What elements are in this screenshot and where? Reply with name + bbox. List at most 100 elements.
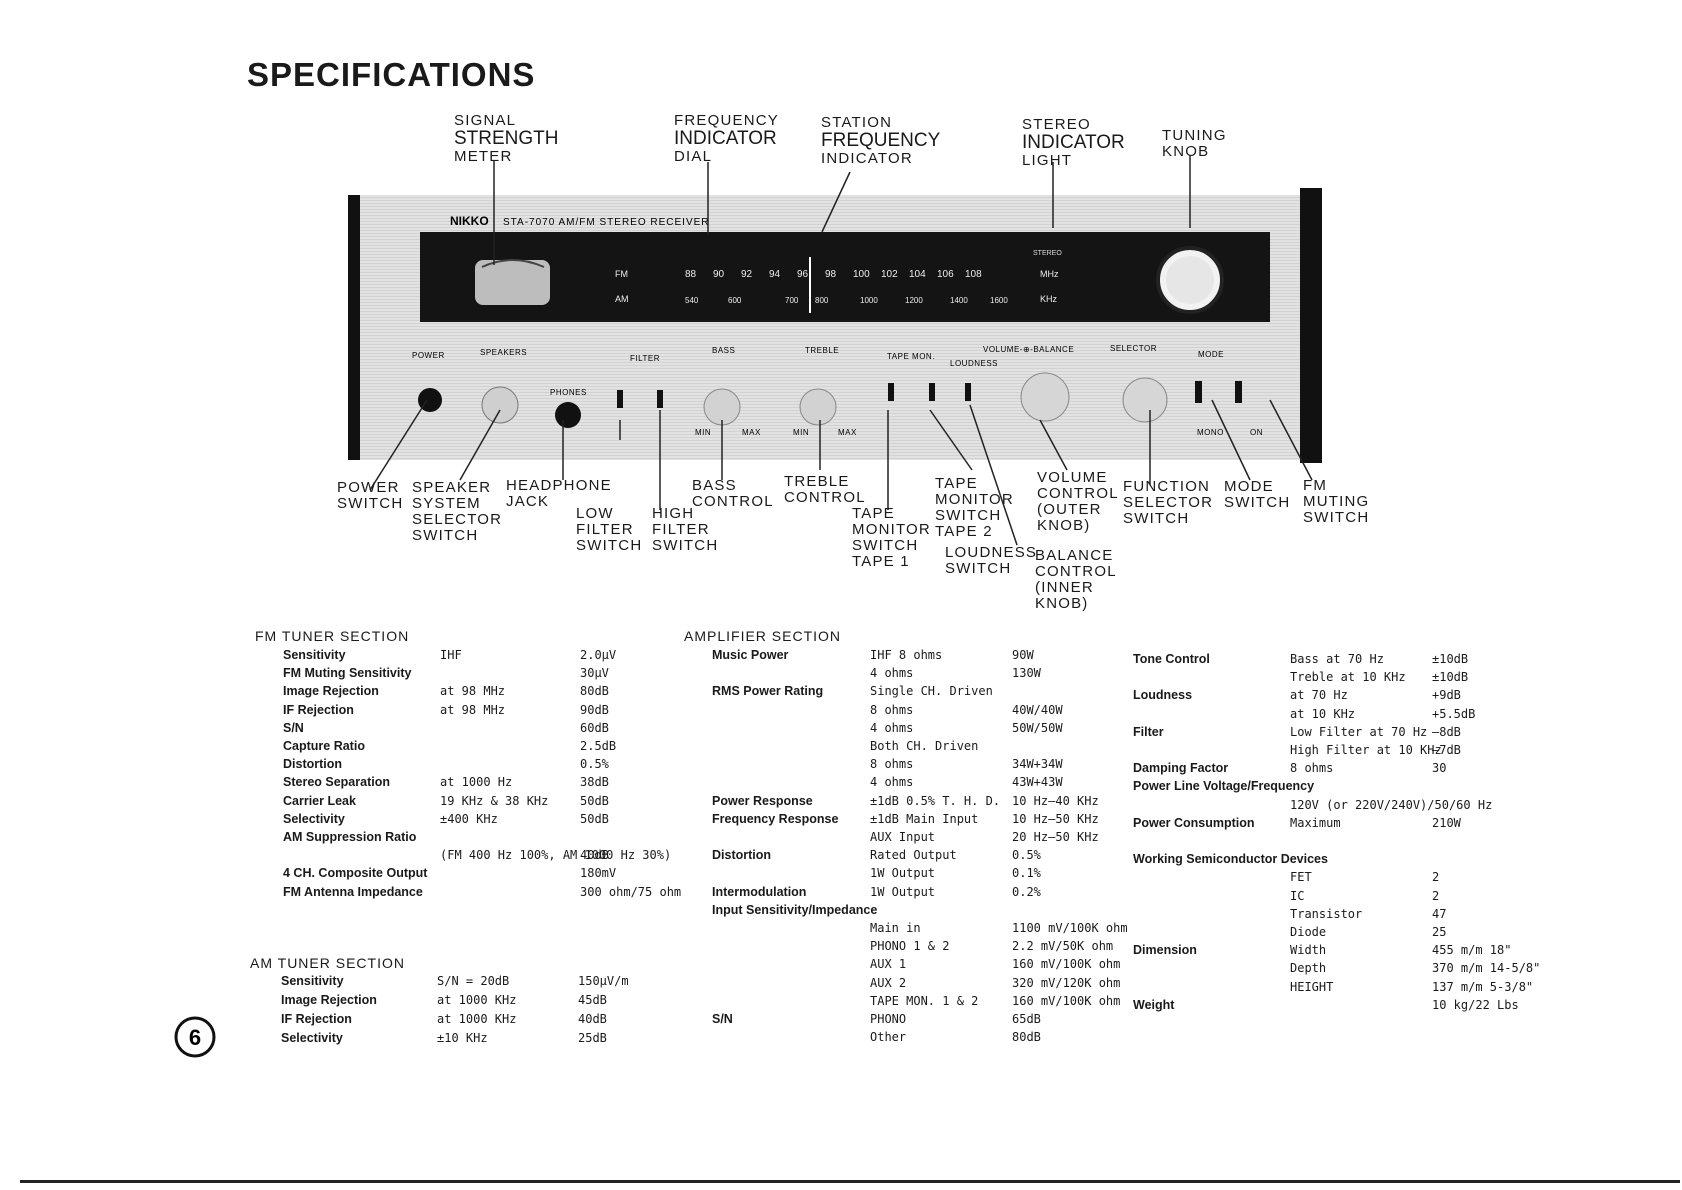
spec-condition: PHONO 1 & 2: [870, 939, 950, 954]
spec-condition: 4 ohms: [870, 720, 914, 735]
spec-condition: ±10 KHz: [437, 1031, 488, 1045]
spec-value: 50dB: [580, 793, 609, 808]
spec-name: 4 CH. Composite Output: [283, 866, 428, 881]
fm-muting-switch: [1235, 381, 1242, 403]
page-number: 6: [189, 1025, 201, 1050]
spec-condition: Treble at 10 KHz: [1290, 670, 1406, 685]
loudness-switch: [965, 383, 971, 401]
brand-name: NIKKO: [450, 214, 489, 228]
spec-condition: at 98 MHz: [440, 684, 506, 699]
spec-name: Input Sensitivity/Impedance: [712, 902, 878, 917]
spec-condition: at 70 Hz: [1290, 688, 1348, 703]
max-label: MAX: [742, 428, 761, 437]
spec-condition: 8 ohms: [1290, 761, 1334, 776]
spec-value: 210W: [1432, 815, 1461, 830]
spec-condition: 120V (or 220V/240V)/50/60 Hz: [1290, 797, 1493, 812]
callout-line: CONTROL: [1035, 563, 1117, 580]
fm-scale-mark: 94: [769, 269, 781, 280]
spec-value: 60dB: [580, 720, 609, 735]
khz-label: KHz: [1040, 294, 1058, 304]
spec-value: 30μV: [580, 666, 609, 681]
fm-scale-mark: 92: [741, 269, 753, 280]
fm-scale-mark: 98: [825, 269, 837, 280]
callout-line: FILTER: [576, 521, 634, 538]
spec-value: ±10dB: [1432, 670, 1469, 685]
spec-condition: TAPE MON. 1 & 2: [870, 993, 979, 1008]
callout-line: KNOB): [1035, 595, 1089, 612]
spec-condition: ±1dB 0.5% T. H. D.: [870, 793, 1001, 808]
callout-line: SELECTOR: [1123, 494, 1214, 511]
spec-name: Tone Control: [1133, 652, 1210, 666]
min-label-2: MIN: [793, 428, 809, 437]
spec-value: 47: [1432, 906, 1447, 921]
bottom-rule: [20, 1180, 1680, 1183]
callout-line: SWITCH: [1224, 494, 1291, 511]
spec-value: 130W: [1012, 666, 1041, 681]
callout-line: MODE: [1224, 478, 1274, 495]
tape-monitor-switch-1: [888, 383, 894, 401]
phones-label: PHONES: [550, 388, 587, 397]
page-number-badge: 6: [174, 1016, 216, 1058]
spec-name: IF Rejection: [281, 1012, 352, 1026]
spec-condition: at 10 KHz: [1290, 706, 1356, 721]
fm-scale-mark: 100: [853, 269, 870, 280]
mode-switch: [1195, 381, 1202, 403]
spec-condition: AUX Input: [870, 830, 936, 844]
callout-line: KNOB: [1162, 143, 1210, 160]
spec-value: 80dB: [580, 684, 609, 699]
fm-scale-mark: 90: [713, 269, 725, 280]
spec-name: S/N: [712, 1012, 733, 1026]
stereo-indicator-light: STEREO: [1033, 250, 1062, 257]
spec-value: +9dB: [1432, 688, 1461, 703]
fm-scale-mark: 96: [797, 269, 809, 280]
callout-line: TREBLE: [784, 473, 850, 490]
volume-balance-label: VOLUME-⊕-BALANCE: [983, 345, 1074, 354]
tape-monitor-switch-2: [929, 383, 935, 401]
am-scale-mark: 1400: [950, 296, 968, 305]
spec-value: 0.1%: [1012, 866, 1041, 881]
callout-line: SWITCH: [1123, 510, 1190, 527]
callout-line: INDICATOR: [674, 128, 777, 149]
spec-condition: Diode: [1290, 925, 1327, 939]
spec-name: Intermodulation: [712, 884, 807, 899]
fm-scale-mark: 104: [909, 269, 926, 280]
spec-name: Selectivity: [281, 1031, 343, 1045]
spec-value: 2.2 mV/50K ohm: [1012, 939, 1114, 954]
selector-label: SELECTOR: [1110, 344, 1157, 353]
spec-condition: Width: [1290, 943, 1327, 958]
model-name: STA-7070 AM/FM STEREO RECEIVER: [503, 217, 710, 228]
fm-scale-mark: 106: [937, 269, 954, 280]
treble-label: TREBLE: [805, 346, 839, 355]
callout-line: SWITCH: [935, 507, 1002, 524]
spec-condition: Depth: [1290, 961, 1327, 976]
left-side-panel: [348, 195, 360, 460]
spec-value: 0.5%: [580, 757, 609, 772]
spec-value: 25: [1432, 925, 1447, 939]
spec-value: 38dB: [580, 775, 609, 790]
spec-value: 2.5dB: [580, 739, 617, 753]
spec-condition: PHONO: [870, 1012, 907, 1026]
spec-value: 370 m/m 14-5/8": [1432, 961, 1541, 976]
spec-condition: 19 KHz & 38 KHz: [440, 793, 549, 808]
spec-value: 1100 mV/100K ohm: [1012, 921, 1128, 935]
mode-label: MODE: [1198, 350, 1224, 359]
speakers-label: SPEAKERS: [480, 348, 527, 357]
callout-line: STEREO: [1022, 116, 1091, 133]
spec-value: 2: [1432, 870, 1440, 885]
am-scale-mark: 1000: [860, 296, 878, 305]
spec-value: 180mV: [580, 866, 617, 881]
spec-condition: IHF: [440, 648, 462, 662]
am-scale-mark: 1200: [905, 296, 923, 305]
am-band-label: AM: [615, 294, 629, 304]
amplifier-heading: AMPLIFIER SECTION: [684, 628, 842, 644]
spec-name: Filter: [1133, 724, 1164, 739]
am-scale-mark: 600: [728, 296, 742, 305]
spec-name: Capture Ratio: [283, 739, 365, 753]
